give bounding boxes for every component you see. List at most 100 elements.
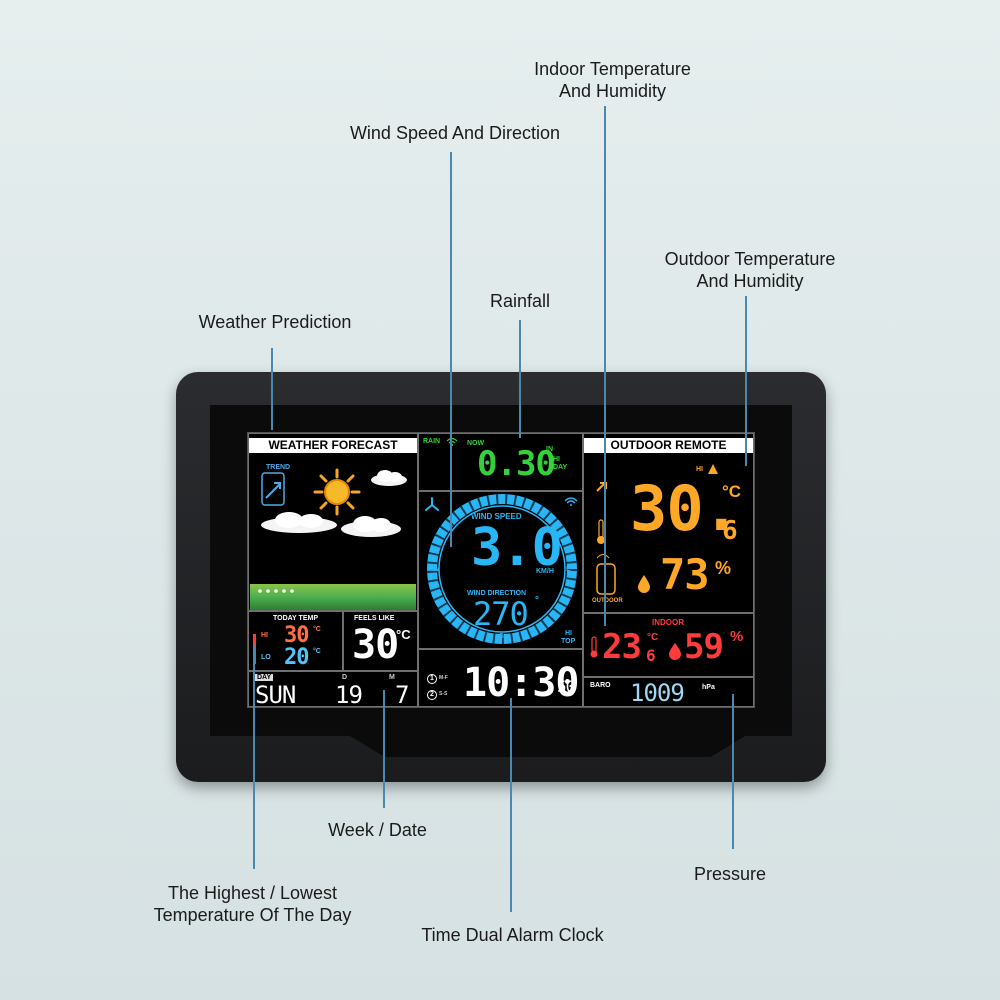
wind-speed-value: 3.0 <box>471 518 563 578</box>
callout-indoor-line1: Indoor Temperature <box>534 59 691 79</box>
pointer-indoor <box>604 106 606 626</box>
compass-n: N <box>499 498 505 505</box>
day-label: D <box>342 674 348 681</box>
feels-like-panel: FEELS LIKE 30 °C <box>343 611 418 671</box>
today-hi-unit: °C <box>313 626 321 633</box>
today-lo-value: 20 <box>284 645 309 670</box>
pointer-hi-lo <box>253 645 255 869</box>
wifi-icon <box>564 497 578 506</box>
indoor-panel: INDOOR 23 6 °C 59 % <box>583 613 754 677</box>
pointer-week-date <box>383 690 385 808</box>
fan-icon <box>425 497 439 511</box>
wind-hi: HI <box>565 630 572 637</box>
callout-wind: Wind Speed And Direction <box>349 123 561 143</box>
outdoor-temp-unit: °C <box>722 482 742 501</box>
wind-compass <box>427 494 577 644</box>
outdoor-panel: OUTDOOR REMOTE HI 30. 6 °C OUTDOOR 73 % <box>583 433 754 613</box>
thermometer-icon <box>597 519 605 544</box>
compass-s: S <box>499 633 504 640</box>
baro-value: 1009 <box>630 679 685 707</box>
sensor-icon <box>596 554 616 595</box>
wind-panel: N S W E WIND SPEED 3.0 KM/H WIND DIRECTI… <box>418 491 583 649</box>
baro-label: BARO <box>590 682 611 689</box>
indoor-thermometer-icon <box>590 636 598 658</box>
trend-up-icon <box>596 482 607 492</box>
compass-e: E <box>566 566 571 573</box>
rain-day: DAY <box>553 464 568 471</box>
callout-indoor-line2: And Humidity <box>558 81 667 101</box>
weekday: SUN <box>255 681 296 709</box>
trend-label: TREND <box>266 464 291 471</box>
rain-hi: HI <box>553 456 560 463</box>
callout-weather-prediction: Weather Prediction <box>198 312 352 332</box>
callout-outdoor-line2: And Humidity <box>696 271 804 291</box>
outdoor-hi-label: HI <box>696 466 703 473</box>
callout-hilo-line2: Temperature Of The Day <box>153 905 352 925</box>
outdoor-header: OUTDOOR REMOTE <box>584 438 753 453</box>
today-lo-unit: °C <box>313 648 321 655</box>
grass-icon <box>250 584 416 610</box>
wifi-icon <box>446 437 458 446</box>
outdoor-humidity-pct: % <box>715 558 732 578</box>
date-panel: DAY SUN D 19 M 7 <box>248 671 418 709</box>
callout-indoor-temperature: Indoor Temperature And Humidity <box>505 58 720 102</box>
callout-week-date: Week / Date <box>328 820 427 840</box>
wind-direction-degree: ° <box>535 595 539 606</box>
today-temp-label: TODAY TEMP <box>273 615 318 622</box>
rain-value: 0.30 <box>477 444 556 484</box>
outdoor-temp-int: 30. <box>630 472 740 545</box>
indoor-temp-dec: 6 <box>646 646 656 665</box>
wind-speed-label: WIND SPEED <box>471 512 522 521</box>
date-day: 19 <box>335 681 363 709</box>
month-label: M <box>389 674 395 681</box>
pointer-outdoor <box>745 296 747 466</box>
today-lo-label: LO <box>261 654 271 661</box>
baro-panel: BARO 1009 hPa <box>583 677 754 707</box>
trend-icon <box>261 472 285 506</box>
pointer-pressure <box>732 694 734 849</box>
callout-outdoor-temperature: Outdoor Temperature And Humidity <box>640 248 860 292</box>
callout-outdoor-line1: Outdoor Temperature <box>664 249 836 269</box>
clock-time: 10:30 <box>463 660 579 706</box>
cloud-icon-2 <box>261 512 337 533</box>
wind-direction-label: WIND DIRECTION <box>467 590 527 597</box>
compass-w: W <box>433 566 440 573</box>
lcd-screen: WEATHER FORECAST TREND <box>247 432 755 709</box>
droplet-icon <box>638 575 650 593</box>
outdoor-temp-dec: 6 <box>722 516 738 546</box>
alarm1-tag: M-F <box>439 675 448 681</box>
warning-icon <box>708 464 718 474</box>
callout-clock: Time Dual Alarm Clock <box>421 925 604 945</box>
alarm2-tag: S-S <box>439 691 448 697</box>
wind-top: TOP <box>561 638 576 645</box>
indoor-label: INDOOR <box>652 618 684 627</box>
wind-speed-unit: KM/H <box>536 568 554 575</box>
callout-hi-lo: The Highest / Lowest Temperature Of The … <box>130 882 375 926</box>
cloud-icon-3 <box>341 516 401 537</box>
feels-like-label: FEELS LIKE <box>354 615 395 622</box>
baro-unit: hPa <box>702 684 715 691</box>
pointer-clock <box>510 698 512 912</box>
today-hi-label: HI <box>261 632 268 639</box>
callout-rainfall: Rainfall <box>489 291 551 311</box>
alarm1-icon: 1 <box>427 674 437 684</box>
cloud-icon <box>371 470 407 486</box>
outdoor-sensor-label: OUTDOOR <box>592 598 623 604</box>
rain-unit: IN <box>546 446 553 453</box>
rain-label: RAIN <box>423 438 441 445</box>
forecast-header: WEATHER FORECAST <box>249 438 417 453</box>
date-month: 7 <box>395 681 409 709</box>
indoor-humidity: 59 <box>684 627 724 667</box>
indoor-humidity-pct: % <box>730 628 744 645</box>
day-tag: DAY <box>255 674 274 681</box>
callout-pressure: Pressure <box>693 864 767 884</box>
rain-panel: RAIN NOW 0.30 IN HI DAY <box>418 433 583 491</box>
callout-hilo-line1: The Highest / Lowest <box>167 883 338 903</box>
indoor-temp-unit: °C <box>647 632 659 643</box>
hi-lo-indicator <box>253 634 256 664</box>
outdoor-humidity: 73 <box>660 550 710 599</box>
feels-like-unit: °C <box>396 627 411 642</box>
pointer-rainfall <box>519 320 521 438</box>
today-hi-value: 30 <box>284 623 309 648</box>
forecast-panel: WEATHER FORECAST TREND <box>248 433 418 611</box>
